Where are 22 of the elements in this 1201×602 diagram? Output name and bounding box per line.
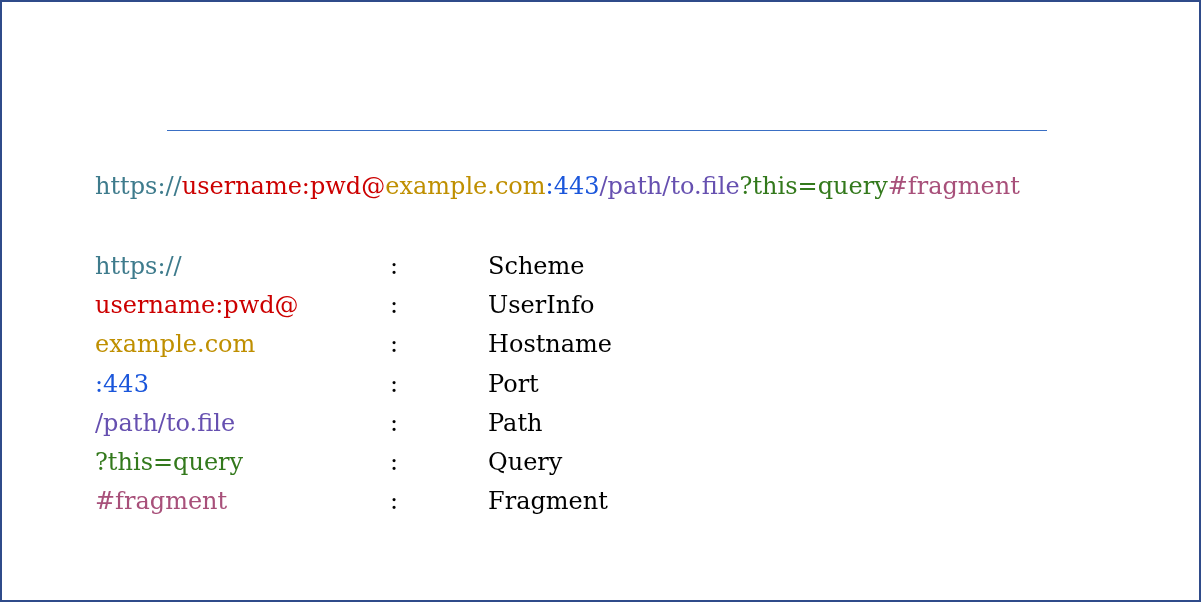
component-name: Hostname — [488, 329, 613, 361]
url-component: username:pwd@ — [95, 290, 299, 322]
colon-separator: : — [390, 368, 399, 400]
url-component: ?this=query — [95, 447, 244, 478]
url-component: example.com — [95, 329, 256, 361]
colon-separator: : — [390, 486, 399, 518]
url-component: #fragment — [95, 486, 228, 518]
colon-separator: : — [390, 329, 399, 361]
colon-separator: : — [390, 447, 399, 478]
url-component: :443 — [95, 368, 149, 400]
colon-separator: : — [390, 290, 399, 322]
component-name: Port — [488, 368, 539, 400]
colon-separator: : — [390, 251, 399, 282]
component-name: Fragment — [488, 486, 608, 518]
colon-separator: : — [390, 407, 399, 439]
component-name: UserInfo — [488, 290, 595, 322]
url-component: /path/to.file — [95, 407, 236, 439]
component-name: Path — [488, 407, 543, 439]
url-text: https://username:pwd@example.com:443/path/to.file?this=query#fragment — [95, 171, 1020, 202]
component-name: Query — [488, 447, 563, 478]
url-component: https:// — [95, 251, 182, 282]
component-name: Scheme — [488, 251, 585, 282]
